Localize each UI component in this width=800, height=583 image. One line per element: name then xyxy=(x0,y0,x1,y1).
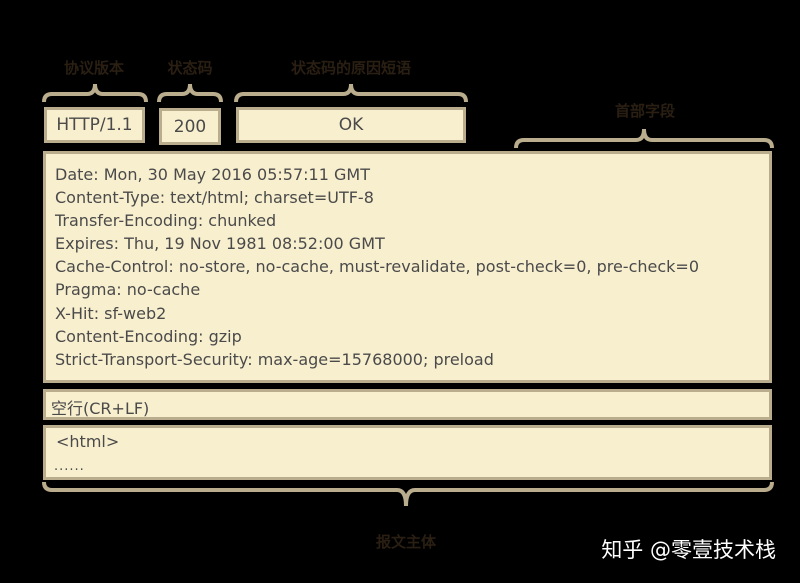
blank-line-text: 空行(CR+LF) xyxy=(51,399,150,418)
http-version-text: HTTP/1.1 xyxy=(56,115,133,135)
message-body-box: <html> ...... xyxy=(43,425,772,480)
status-code-label: 状态码 xyxy=(167,59,213,77)
body-ellipsis: ...... xyxy=(54,459,85,474)
body-html-tag: <html> xyxy=(56,432,120,451)
status-code-text: 200 xyxy=(173,116,207,137)
watermark-text: 知乎 @零壹技术栈 xyxy=(601,538,776,562)
header-line: Content-Type: text/html; charset=UTF-8 xyxy=(55,188,374,208)
header-line: Strict-Transport-Security: max-age=15768… xyxy=(55,349,494,369)
header-line: Content-Encoding: gzip xyxy=(55,326,242,346)
header-fields-brace xyxy=(514,128,774,149)
message-body-brace xyxy=(42,481,774,507)
reason-phrase-brace xyxy=(234,83,468,103)
http-version-box: HTTP/1.1 xyxy=(44,107,145,143)
header-line: Expires: Thu, 19 Nov 1981 08:52:00 GMT xyxy=(55,234,385,254)
header-line: Date: Mon, 30 May 2016 05:57:11 GMT xyxy=(55,165,370,184)
blank-line-box: 空行(CR+LF) xyxy=(43,389,772,420)
reason-phrase-label: 状态码的原因短语 xyxy=(290,59,411,77)
header-fields-label: 首部字段 xyxy=(614,102,675,120)
header-line: Cache-Control: no-store, no-cache, must-… xyxy=(55,257,699,277)
status-code-brace xyxy=(157,83,223,103)
header-line: Pragma: no-cache xyxy=(55,280,201,300)
protocol-version-label: 协议版本 xyxy=(63,59,124,77)
reason-phrase-box: OK xyxy=(236,107,466,143)
message-body-label: 报文主体 xyxy=(375,533,436,551)
header-line: Transfer-Encoding: chunked xyxy=(55,211,277,231)
header-fields-box: Date: Mon, 30 May 2016 05:57:11 GMT Cont… xyxy=(43,151,772,383)
status-code-box: 200 xyxy=(159,108,221,145)
protocol-version-brace xyxy=(42,83,148,103)
header-line: X-Hit: sf-web2 xyxy=(55,303,167,323)
reason-phrase-text: OK xyxy=(338,115,364,135)
